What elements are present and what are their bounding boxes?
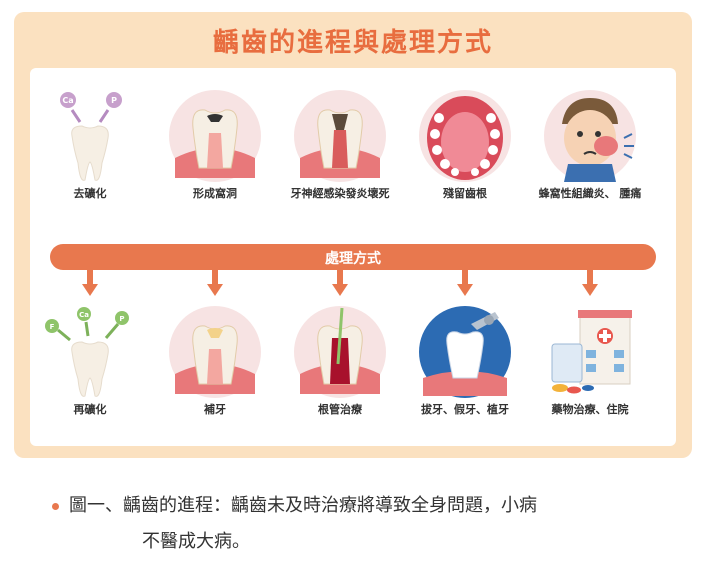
tooth-root-canal-icon <box>294 306 386 398</box>
process-step-cavity: 形成窩洞 <box>155 88 275 208</box>
down-arrow-icon <box>457 270 473 296</box>
mouth-residual-root-icon <box>419 90 511 182</box>
tooth-demineralization-icon: Ca P <box>60 92 122 181</box>
swollen-face-icon <box>544 90 636 182</box>
process-step-cellulitis: 蜂窩性組織炎、 腫痛 <box>530 88 650 208</box>
caption-line-2: 不醫成大病。 <box>52 524 692 560</box>
process-step-demineralization: Ca P 去礦化 <box>30 88 150 208</box>
diagram-title: 齲齒的進程與處理方式 <box>212 28 493 58</box>
treatment-extraction: 拔牙、假牙、植牙 <box>405 304 525 424</box>
process-label: 殘留齒根 <box>443 187 487 200</box>
process-step-pulpitis: 牙神經感染發炎壞死 <box>280 88 400 208</box>
treatment-label: 根管治療 <box>318 403 362 416</box>
tooth-infected-nerve-icon <box>294 90 386 182</box>
treatment-label: 再礦化 <box>73 403 107 416</box>
caption-line-1: 圖一、齲齒的進程：齲齒未及時治療將導致全身問題，小病 <box>52 488 692 524</box>
process-step-root-remains: 殘留齒根 <box>405 88 525 208</box>
ca-ion-label: Ca <box>62 96 73 105</box>
diagram-panel: 齲齒的進程與處理方式 Ca P 去礦化 形成窩洞 <box>14 12 692 458</box>
down-arrow-icon <box>582 270 598 296</box>
down-arrow-icon <box>207 270 223 296</box>
caption-text-2: 不醫成大病。 <box>142 531 250 552</box>
process-label: 牙神經感染發炎壞死 <box>290 187 390 200</box>
treatment-bar: 處理方式 <box>50 244 656 270</box>
figure-caption: 圖一、齲齒的進程：齲齒未及時治療將導致全身問題，小病 不醫成大病。 <box>52 488 692 560</box>
p-ion-label: P <box>119 315 124 323</box>
ca-ion-label: Ca <box>79 311 89 319</box>
treatment-label: 拔牙、假牙、植牙 <box>421 403 509 416</box>
p-ion-label: P <box>111 96 117 105</box>
treatment-bar-label: 處理方式 <box>325 251 381 267</box>
f-ion-label: F <box>50 323 55 331</box>
hospital-medicine-icon <box>551 310 632 394</box>
process-label: 形成窩洞 <box>193 187 237 200</box>
treatment-root-canal: 根管治療 <box>280 304 400 424</box>
process-label: 蜂窩性組織炎、 腫痛 <box>538 187 642 200</box>
bullet-dot-icon <box>52 502 59 510</box>
down-arrow-icon <box>332 270 348 296</box>
treatment-medication: 藥物治療、住院 <box>530 304 650 424</box>
treatment-label: 藥物治療、住院 <box>551 403 629 416</box>
treatment-filling: 補牙 <box>155 304 275 424</box>
diagram-content: Ca P 去礦化 形成窩洞 <box>30 68 676 446</box>
treatment-label: 補牙 <box>204 403 226 416</box>
down-arrow-icon <box>82 270 98 296</box>
process-label: 去礦化 <box>73 187 107 200</box>
tooth-cavity-icon <box>169 90 261 182</box>
tooth-remineralization-icon: F Ca P <box>45 307 129 397</box>
tooth-extraction-icon <box>419 306 511 398</box>
caption-text-1: 圖一、齲齒的進程：齲齒未及時治療將導致全身問題，小病 <box>69 495 537 516</box>
tooth-filling-icon <box>169 306 261 398</box>
treatment-remineralization: F Ca P 再礦化 <box>30 304 150 424</box>
